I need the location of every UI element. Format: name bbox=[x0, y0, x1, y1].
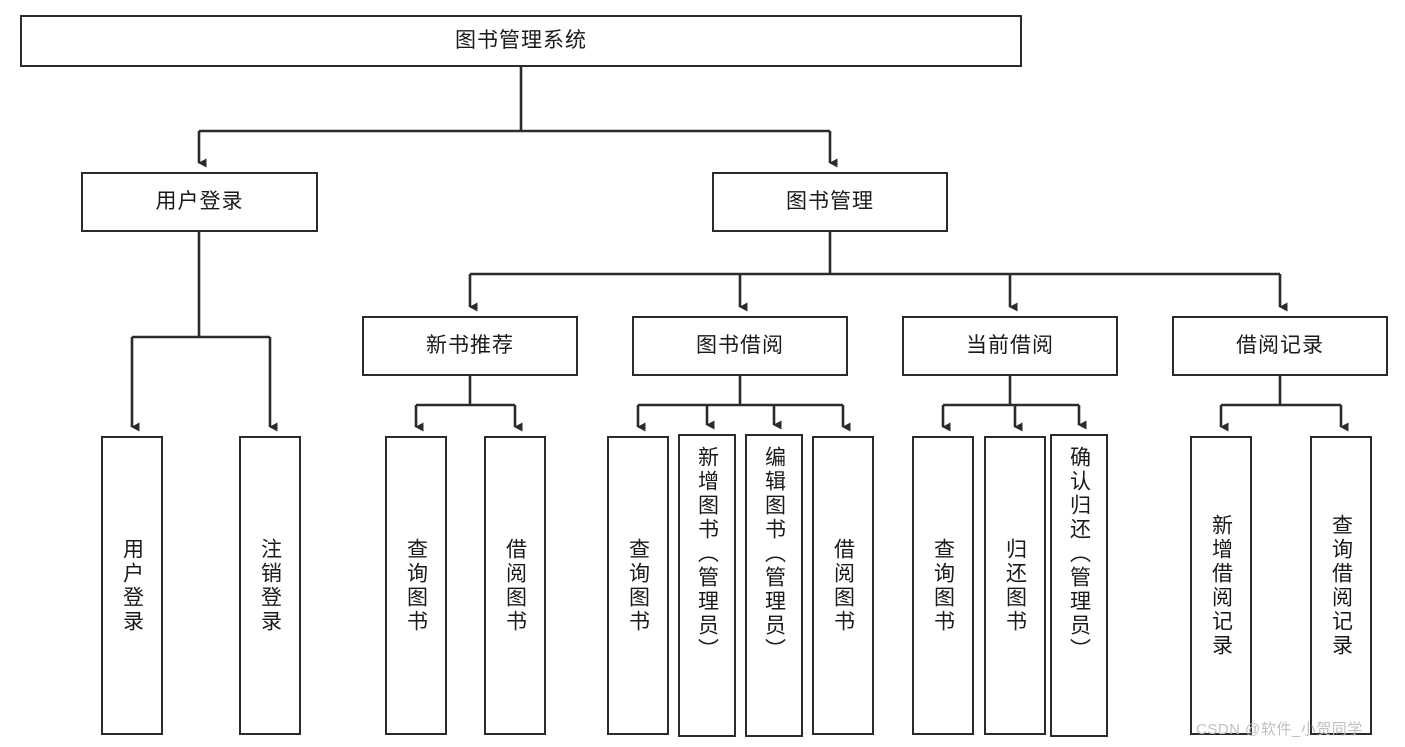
node-leaf-user-login-label: 用户登录 bbox=[120, 537, 144, 634]
node-leaf-query-book-3-label: 查询图书 bbox=[931, 537, 955, 634]
node-book-manage[interactable]: 图书管理 bbox=[712, 172, 948, 232]
node-leaf-confirm-return-label: 确认归还（管理员） bbox=[1067, 446, 1091, 662]
node-leaf-add-record[interactable]: 新增借阅记录 bbox=[1190, 436, 1252, 735]
node-leaf-edit-book-label: 编辑图书（管理员） bbox=[762, 446, 786, 662]
node-leaf-add-record-label: 新增借阅记录 bbox=[1209, 513, 1233, 658]
node-leaf-query-book-3[interactable]: 查询图书 bbox=[912, 436, 974, 735]
node-leaf-user-logout[interactable]: 注销登录 bbox=[239, 436, 301, 735]
node-leaf-add-book-label: 新增图书（管理员） bbox=[695, 446, 719, 662]
node-book-borrow-label: 图书借阅 bbox=[696, 334, 784, 358]
node-leaf-edit-book[interactable]: 编辑图书（管理员） bbox=[745, 434, 803, 737]
node-new-book-rec[interactable]: 新书推荐 bbox=[362, 316, 578, 376]
node-leaf-query-record-label: 查询借阅记录 bbox=[1329, 513, 1353, 658]
node-leaf-query-book-1-label: 查询图书 bbox=[404, 537, 428, 634]
csdn-watermark: CSDN @软件_小贺同学 bbox=[1196, 721, 1363, 738]
node-leaf-borrow-book-2-label: 借阅图书 bbox=[831, 537, 855, 634]
node-leaf-borrow-book-2[interactable]: 借阅图书 bbox=[812, 436, 874, 735]
node-current-borrow[interactable]: 当前借阅 bbox=[902, 316, 1118, 376]
node-leaf-return-book[interactable]: 归还图书 bbox=[984, 436, 1046, 735]
node-leaf-query-record[interactable]: 查询借阅记录 bbox=[1310, 436, 1372, 735]
node-borrow-record[interactable]: 借阅记录 bbox=[1172, 316, 1388, 376]
node-user-login-label: 用户登录 bbox=[155, 190, 244, 214]
node-root-label: 图书管理系统 bbox=[455, 29, 587, 53]
node-new-book-rec-label: 新书推荐 bbox=[426, 334, 514, 358]
node-book-manage-label: 图书管理 bbox=[786, 190, 874, 214]
node-leaf-return-book-label: 归还图书 bbox=[1003, 537, 1027, 634]
node-leaf-query-book-1[interactable]: 查询图书 bbox=[385, 436, 447, 735]
node-leaf-query-book-2-label: 查询图书 bbox=[626, 537, 650, 634]
node-borrow-record-label: 借阅记录 bbox=[1236, 334, 1324, 358]
node-leaf-add-book[interactable]: 新增图书（管理员） bbox=[678, 434, 736, 737]
node-root[interactable]: 图书管理系统 bbox=[20, 15, 1022, 67]
node-user-login[interactable]: 用户登录 bbox=[81, 172, 318, 232]
node-current-borrow-label: 当前借阅 bbox=[966, 334, 1054, 358]
node-leaf-user-logout-label: 注销登录 bbox=[258, 537, 282, 634]
node-book-borrow[interactable]: 图书借阅 bbox=[632, 316, 848, 376]
node-leaf-confirm-return[interactable]: 确认归还（管理员） bbox=[1050, 434, 1108, 737]
node-leaf-user-login[interactable]: 用户登录 bbox=[101, 436, 163, 735]
node-leaf-borrow-book-1[interactable]: 借阅图书 bbox=[484, 436, 546, 735]
node-leaf-query-book-2[interactable]: 查询图书 bbox=[607, 436, 669, 735]
node-leaf-borrow-book-1-label: 借阅图书 bbox=[503, 537, 527, 634]
